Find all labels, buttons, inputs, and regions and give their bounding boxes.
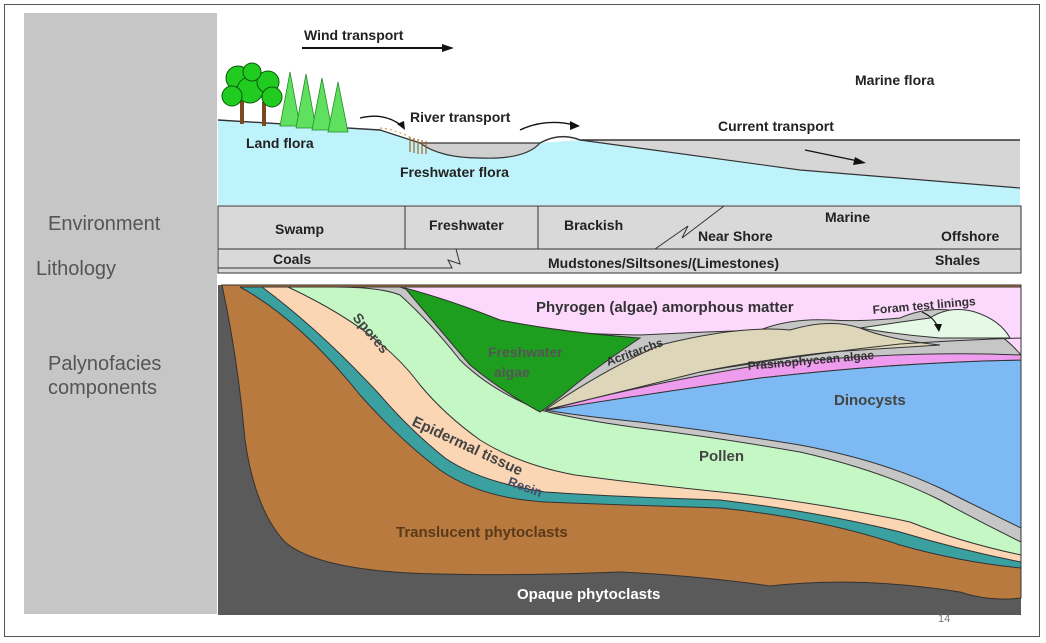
row-label-sidebar: Environment Lithology Palynofacies compo… <box>24 13 217 614</box>
lithology-row: Coals Mudstones/Siltsones/(Limestones) S… <box>217 248 1022 274</box>
seabed-line <box>579 139 1021 189</box>
wind-transport-label: Wind transport <box>304 27 404 43</box>
water-body <box>218 120 1020 205</box>
phyrogen-label: Phyrogen (algae) amorphous matter <box>536 299 794 316</box>
tree-icons <box>221 62 349 133</box>
near-shore-label: Near Shore <box>698 228 773 244</box>
pollen-label: Pollen <box>699 448 744 465</box>
river-channel <box>418 142 542 159</box>
environment-row: Swamp Freshwater Brackish Marine Near Sh… <box>217 205 1022 250</box>
brackish-label: Brackish <box>564 217 623 233</box>
landscape-panel: Wind transport River transport Current t… <box>217 27 1021 205</box>
river-outlet-arrow-icon <box>519 121 576 131</box>
foram-region <box>859 309 1011 339</box>
shoreline-line <box>217 119 1020 144</box>
environment-row-label: Environment <box>48 213 161 235</box>
palynofacies-panel: Phyrogen (algae) amorphous matter Foram … <box>218 284 1022 615</box>
marine-label: Marine <box>825 209 870 225</box>
prasinophycean-region <box>547 353 1022 411</box>
freshwater-env-label: Freshwater <box>429 217 504 233</box>
opaque-phytoclasts-label: Opaque phytoclasts <box>517 586 660 603</box>
swamp-label: Swamp <box>275 221 324 237</box>
river-transport-label: River transport <box>410 109 511 125</box>
land-flora-label: Land flora <box>246 135 314 151</box>
seabed-wedge <box>580 140 1020 188</box>
offshore-label: Offshore <box>941 228 1000 244</box>
freshwater-algae-label-1: Freshwater <box>488 344 563 360</box>
wind-arrow-icon <box>302 44 454 52</box>
translucent-phytoclasts-label: Translucent phytoclasts <box>396 524 568 541</box>
freshwater-flora-label: Freshwater flora <box>400 164 509 180</box>
current-arrow-icon <box>804 149 866 165</box>
lithology-row-label: Lithology <box>36 258 117 280</box>
coals-label: Coals <box>273 251 311 267</box>
palynofacies-label-line2: components <box>48 377 157 399</box>
river-arrow-icon <box>359 115 403 127</box>
freshwater-algae-region <box>403 287 642 413</box>
reed-marks <box>409 137 427 154</box>
freshwater-algae-label-2: algae <box>494 364 530 380</box>
mudstones-label: Mudstones/Siltsones/(Limestones) <box>548 255 779 271</box>
page-number: 14 <box>938 613 950 625</box>
dinocysts-label: Dinocysts <box>834 392 906 409</box>
palynofacies-label-line1: Palynofacies <box>48 353 162 375</box>
current-transport-label: Current transport <box>718 118 834 134</box>
shales-label: Shales <box>935 252 980 268</box>
marine-flora-label: Marine flora <box>855 72 935 88</box>
